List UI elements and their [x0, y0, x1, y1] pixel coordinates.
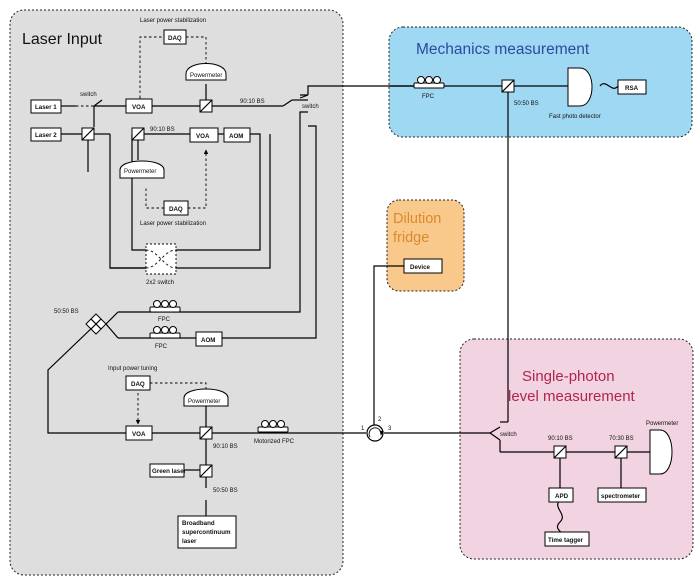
green-laser-label: Green laser [152, 468, 187, 475]
powermeter-top [185, 63, 227, 81]
switch-single-photon-label: switch [500, 432, 517, 438]
aom-lower-label: AOM [201, 337, 215, 344]
fpc-upper-label: FPC [158, 317, 171, 323]
fpc-mechanics [413, 76, 445, 89]
daq-mid-label: DAQ [169, 206, 183, 213]
daq-box-bottom [125, 375, 151, 391]
laser-input-title: Laser Input [22, 31, 103, 48]
spectrometer-label: spectrometer [601, 493, 641, 500]
mechanics-title: Mechanics measurement [416, 41, 590, 58]
powermeter-bottom [183, 388, 229, 407]
apd-box [548, 487, 574, 503]
powermeter-top-label: Powermeter [190, 73, 222, 79]
voa-bottom-label: VOA [132, 431, 146, 438]
optical-fiber-wires [47, 83, 650, 537]
powermeter-sp-label: Powermeter [646, 421, 678, 427]
motorized-fpc [257, 420, 289, 433]
beamsplitter-50-50-mechanics [501, 79, 515, 93]
daq-top-label: DAQ [168, 35, 182, 42]
fast-photo-detector-label: Fast photo detector [549, 114, 601, 120]
circulator-port3: 3 [388, 426, 392, 432]
beamsplitter-laser2 [81, 127, 95, 141]
powermeter-bottom-label: Powermeter [188, 399, 220, 405]
bs-90-10-sp-label: 90:10 BS [548, 436, 573, 442]
beamsplitter-50-50-diamond [85, 313, 107, 335]
voa-top-label: VOA [132, 104, 146, 111]
fpc-lower [149, 326, 181, 339]
bs-50-50-bottom-label: 50:50 BS [213, 488, 238, 494]
aom-lower [195, 331, 223, 347]
circulator-port2: 2 [378, 417, 382, 423]
laser2-label: Laser 2 [35, 132, 57, 139]
switch-2x2-box [145, 243, 177, 275]
fpc-mechanics-label: FPC [422, 94, 435, 100]
aom-mid-label: AOM [229, 133, 243, 140]
powermeter-mid [119, 160, 165, 179]
beamsplitter-70-30-sp [614, 445, 628, 459]
bs-90-10-mid-label: 90:10 BS [150, 127, 175, 133]
broadband-line1: Broadband [182, 520, 215, 527]
daq-box-top [163, 29, 187, 45]
green-laser-box [149, 463, 185, 478]
broadband-laser-box [177, 515, 237, 549]
bs-90-10-top-label: 90:10 BS [240, 99, 265, 105]
aom-mid [223, 127, 251, 143]
laser-input-panel [9, 9, 344, 576]
broadband-line3: laser [182, 538, 197, 545]
fast-photo-detector [567, 67, 593, 107]
beamsplitter-90-10-mid [131, 127, 145, 141]
input-power-tuning-label: Input power tuning [108, 366, 157, 372]
switch-laser-label: switch [80, 92, 97, 98]
daq-bottom-label: DAQ [131, 381, 145, 388]
single-photon-panel [459, 338, 694, 560]
daq-box-mid [163, 200, 189, 216]
voa-mid [189, 127, 219, 143]
beamsplitter-90-10-bottom [199, 426, 213, 440]
bs-90-10-bottom-label: 90:10 BS [213, 444, 238, 450]
rsa-label: RSA [625, 85, 639, 92]
apd-label: APD [555, 493, 569, 500]
laser1-label: Laser 1 [35, 104, 57, 111]
beamsplitter-90-10-sp [553, 445, 567, 459]
bs-50-50-mechanics-label: 50:50 BS [514, 101, 539, 107]
voa-bottom [125, 425, 153, 441]
circulator-icon [366, 424, 384, 442]
beamsplitter-50-50-bottom [199, 464, 213, 478]
fpc-lower-label: FPC [155, 344, 168, 350]
powermeter-mid-label: Powermeter [124, 169, 156, 175]
device-label: Device [410, 264, 431, 271]
voa-mid-label: VOA [196, 133, 210, 140]
beamsplitter-90-10-top [199, 99, 213, 113]
laser2-box [30, 127, 62, 142]
rsa-box [617, 79, 647, 95]
broadband-line2: supercontinuum [182, 529, 231, 536]
laser1-box [30, 99, 62, 114]
voa-top [125, 98, 153, 114]
switch-main-label: switch [302, 104, 319, 110]
laser-power-stabilization-mid-label: Laser power stabilization [140, 221, 206, 227]
powermeter-sp [649, 429, 673, 475]
time-tagger-label: Time tagger [548, 537, 584, 544]
circulator-port1: 1 [361, 426, 365, 432]
mechanics-panel [388, 26, 693, 138]
fpc-upper [149, 300, 181, 313]
laser-power-stabilization-top-label: Laser power stabilization [140, 18, 206, 24]
spectrometer-box [597, 487, 647, 503]
single-photon-title-line2: level measurement [508, 388, 636, 405]
bs-70-30-sp-label: 70:30 BS [609, 436, 634, 442]
device-box [403, 258, 443, 274]
dilution-title-line1: Dilution [393, 211, 441, 227]
time-tagger-box [544, 531, 590, 547]
bs-50-50-label: 50:50 BS [54, 309, 79, 315]
single-photon-title-line1: Single-photon [522, 368, 615, 385]
switch-2x2-label: 2x2 switch [146, 280, 174, 286]
motorized-fpc-label: Motorized FPC [254, 439, 295, 445]
dilution-title-line2: fridge [393, 230, 429, 246]
